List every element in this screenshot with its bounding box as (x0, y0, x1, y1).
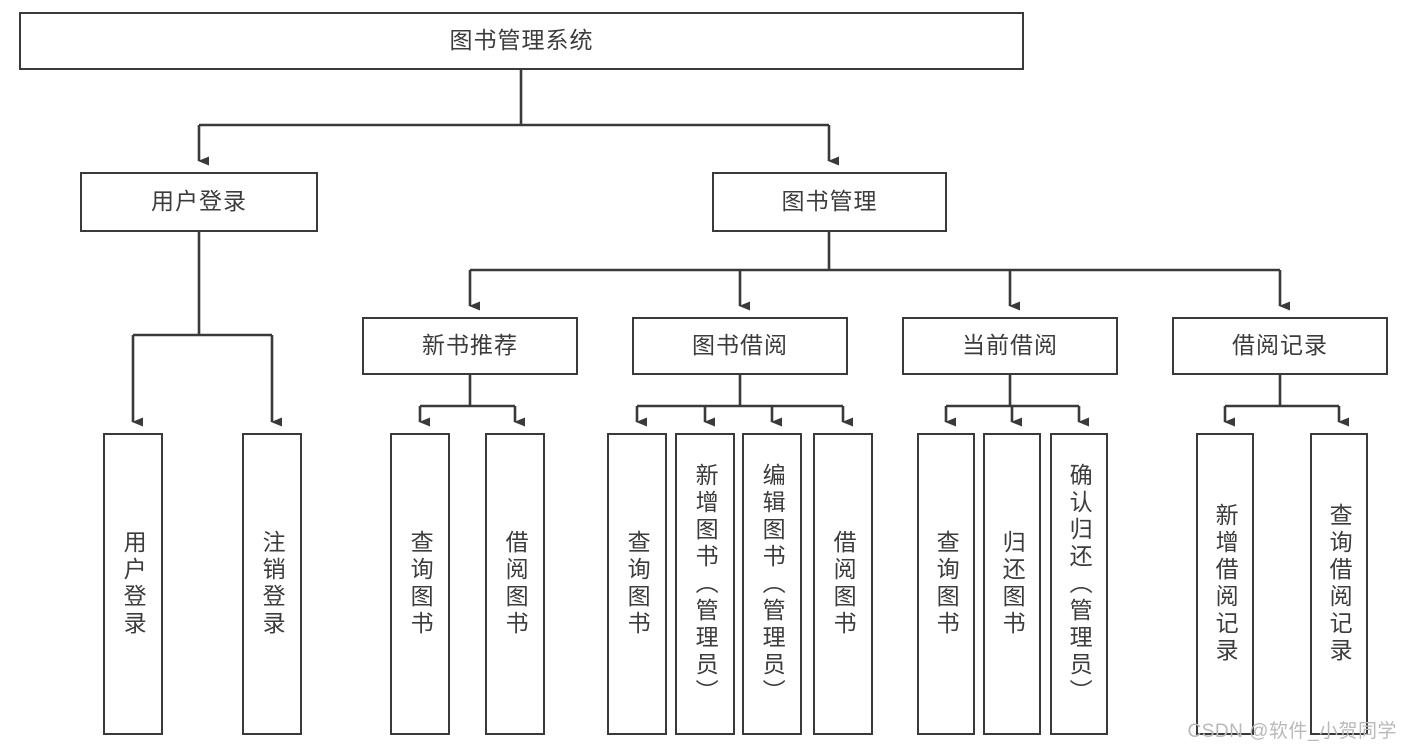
node-label: 借阅记录 (1232, 332, 1328, 359)
node-label: 用户登录 (151, 188, 247, 215)
node-label: 图书管理系统 (449, 27, 594, 54)
node-borrow-records: 借阅记录 (1172, 317, 1388, 375)
node-label: 确认归还（管理员） (1066, 462, 1093, 706)
node-leaf-query-books-recommend: 查询图书 (390, 433, 450, 735)
node-label: 编辑图书（管理员） (759, 462, 786, 706)
node-current-borrow: 当前借阅 (902, 317, 1118, 375)
node-label: 查询图书 (933, 530, 960, 638)
node-label: 归还图书 (999, 530, 1026, 638)
node-book-borrow: 图书借阅 (632, 317, 848, 375)
node-leaf-edit-book-admin: 编辑图书（管理员） (742, 433, 802, 735)
node-label: 图书管理 (781, 188, 878, 215)
node-label: 图书借阅 (692, 332, 788, 359)
node-label: 新增图书（管理员） (692, 462, 719, 706)
node-leaf-borrow-books-borrow: 借阅图书 (813, 433, 873, 735)
node-label: 借阅图书 (502, 530, 529, 638)
node-label: 查询图书 (407, 530, 434, 638)
node-root: 图书管理系统 (19, 12, 1024, 70)
node-label: 新书推荐 (422, 332, 518, 359)
node-label: 新增借阅记录 (1212, 503, 1239, 665)
node-label: 用户登录 (120, 530, 147, 638)
node-leaf-return-books: 归还图书 (983, 433, 1041, 735)
watermark-text: CSDN @软件_小贺同学 (1187, 721, 1397, 742)
node-book-management: 图书管理 (712, 172, 947, 232)
node-leaf-add-book-admin: 新增图书（管理员） (675, 433, 735, 735)
node-label: 注销登录 (259, 530, 286, 638)
node-label: 当前借阅 (962, 332, 1058, 359)
node-leaf-add-borrow-record: 新增借阅记录 (1196, 433, 1254, 735)
node-leaf-borrow-books-recommend: 借阅图书 (485, 433, 545, 735)
node-new-book-recommend: 新书推荐 (362, 317, 578, 375)
node-user-login: 用户登录 (80, 172, 318, 232)
node-leaf-confirm-return-admin: 确认归还（管理员） (1050, 433, 1108, 735)
node-leaf-query-books-borrow: 查询图书 (607, 433, 667, 735)
node-leaf-user-login: 用户登录 (103, 433, 163, 735)
node-leaf-query-borrow-record: 查询借阅记录 (1310, 433, 1368, 735)
node-label: 查询图书 (624, 530, 651, 638)
node-label: 查询借阅记录 (1326, 503, 1353, 665)
node-label: 借阅图书 (830, 530, 857, 638)
node-leaf-query-books-current: 查询图书 (917, 433, 975, 735)
node-leaf-logout-login: 注销登录 (242, 433, 302, 735)
